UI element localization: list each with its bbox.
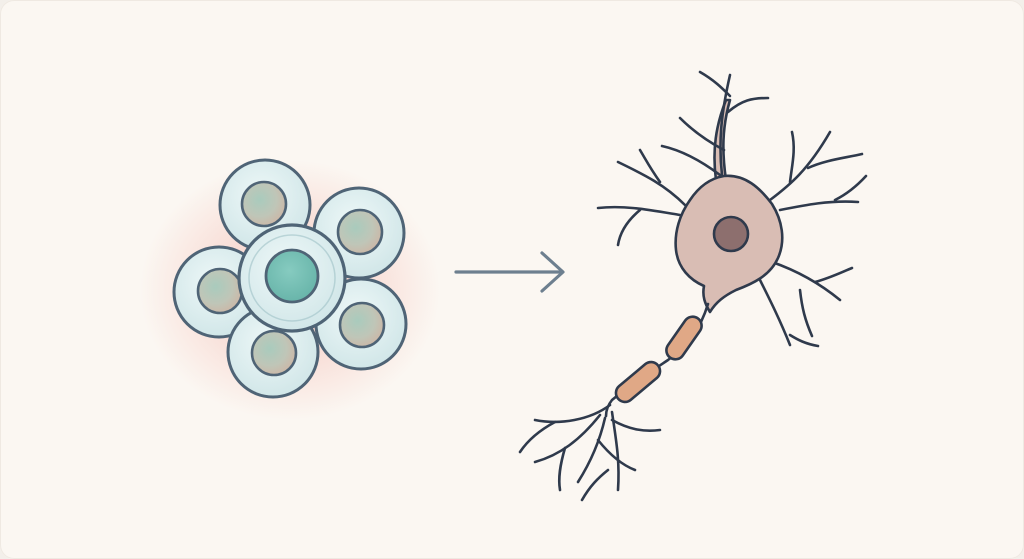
dendrite-lines — [518, 70, 868, 502]
dendrites — [713, 98, 732, 182]
neuron-icon — [518, 70, 868, 502]
myelin-sheaths — [614, 315, 703, 404]
neuron-nucleus — [712, 215, 750, 253]
cell-center — [237, 223, 347, 333]
arrow-right-icon — [454, 251, 565, 293]
stem-cell-cluster-icon — [140, 158, 440, 420]
